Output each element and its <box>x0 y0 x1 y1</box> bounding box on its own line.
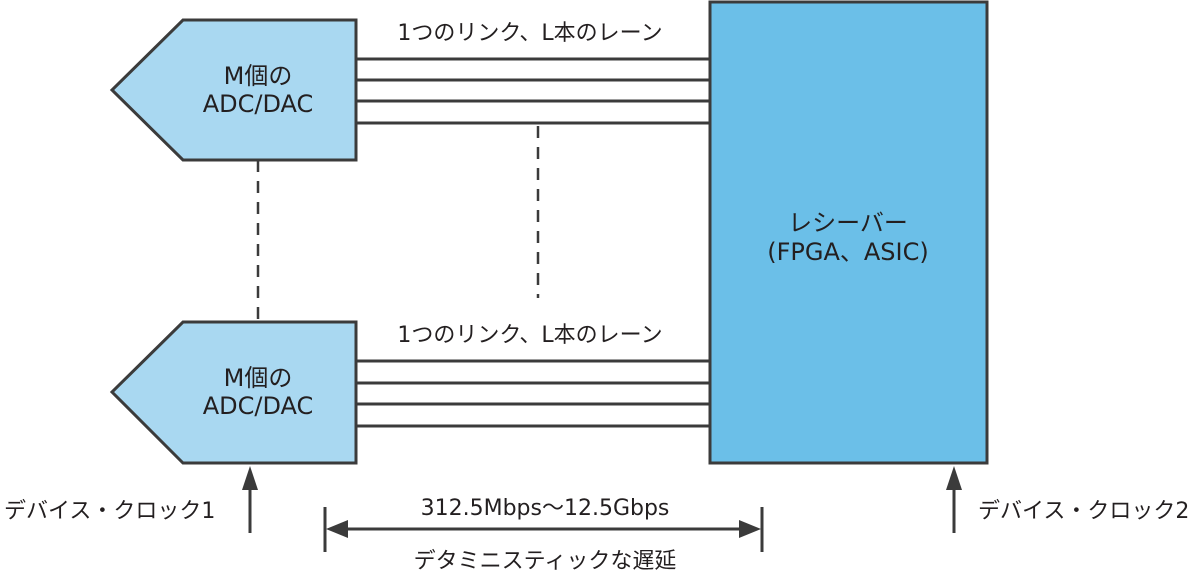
latency-left-arrowhead <box>326 520 348 538</box>
top-link-label: 1つのリンク、L本のレーン <box>397 21 662 46</box>
clock1-arrow <box>242 466 258 533</box>
bottom-link-label: 1つのリンク、L本のレーン <box>397 323 662 348</box>
latency-right-arrowhead <box>739 520 761 538</box>
latency-dimension <box>323 507 764 552</box>
top-lanes <box>356 57 710 125</box>
rate-label: 312.5Mbps～12.5Gbps <box>421 496 670 521</box>
bottom-converter-count: M個の <box>224 364 293 392</box>
bottom-converter-block: M個の ADC/DAC <box>109 320 358 465</box>
receiver-title: レシーバー <box>788 209 908 237</box>
top-converter-count: M個の <box>224 62 293 90</box>
latency-label: デタミニスティックな遅延 <box>414 549 677 574</box>
clock2-arrow <box>946 466 962 533</box>
clock2-label: デバイス・クロック2 <box>978 499 1189 524</box>
top-converter-shape <box>109 18 358 162</box>
receiver-shape <box>708 0 989 465</box>
top-converter-type: ADC/DAC <box>203 90 314 118</box>
top-converter-block: M個の ADC/DAC <box>109 18 358 162</box>
clock1-label: デバイス・クロック1 <box>4 499 215 524</box>
receiver-subtitle: (FPGA、ASIC) <box>767 238 929 266</box>
bottom-lanes <box>356 359 710 428</box>
bottom-converter-shape <box>109 320 358 465</box>
bottom-converter-type: ADC/DAC <box>203 392 314 420</box>
receiver-block: レシーバー (FPGA、ASIC) <box>708 0 989 465</box>
